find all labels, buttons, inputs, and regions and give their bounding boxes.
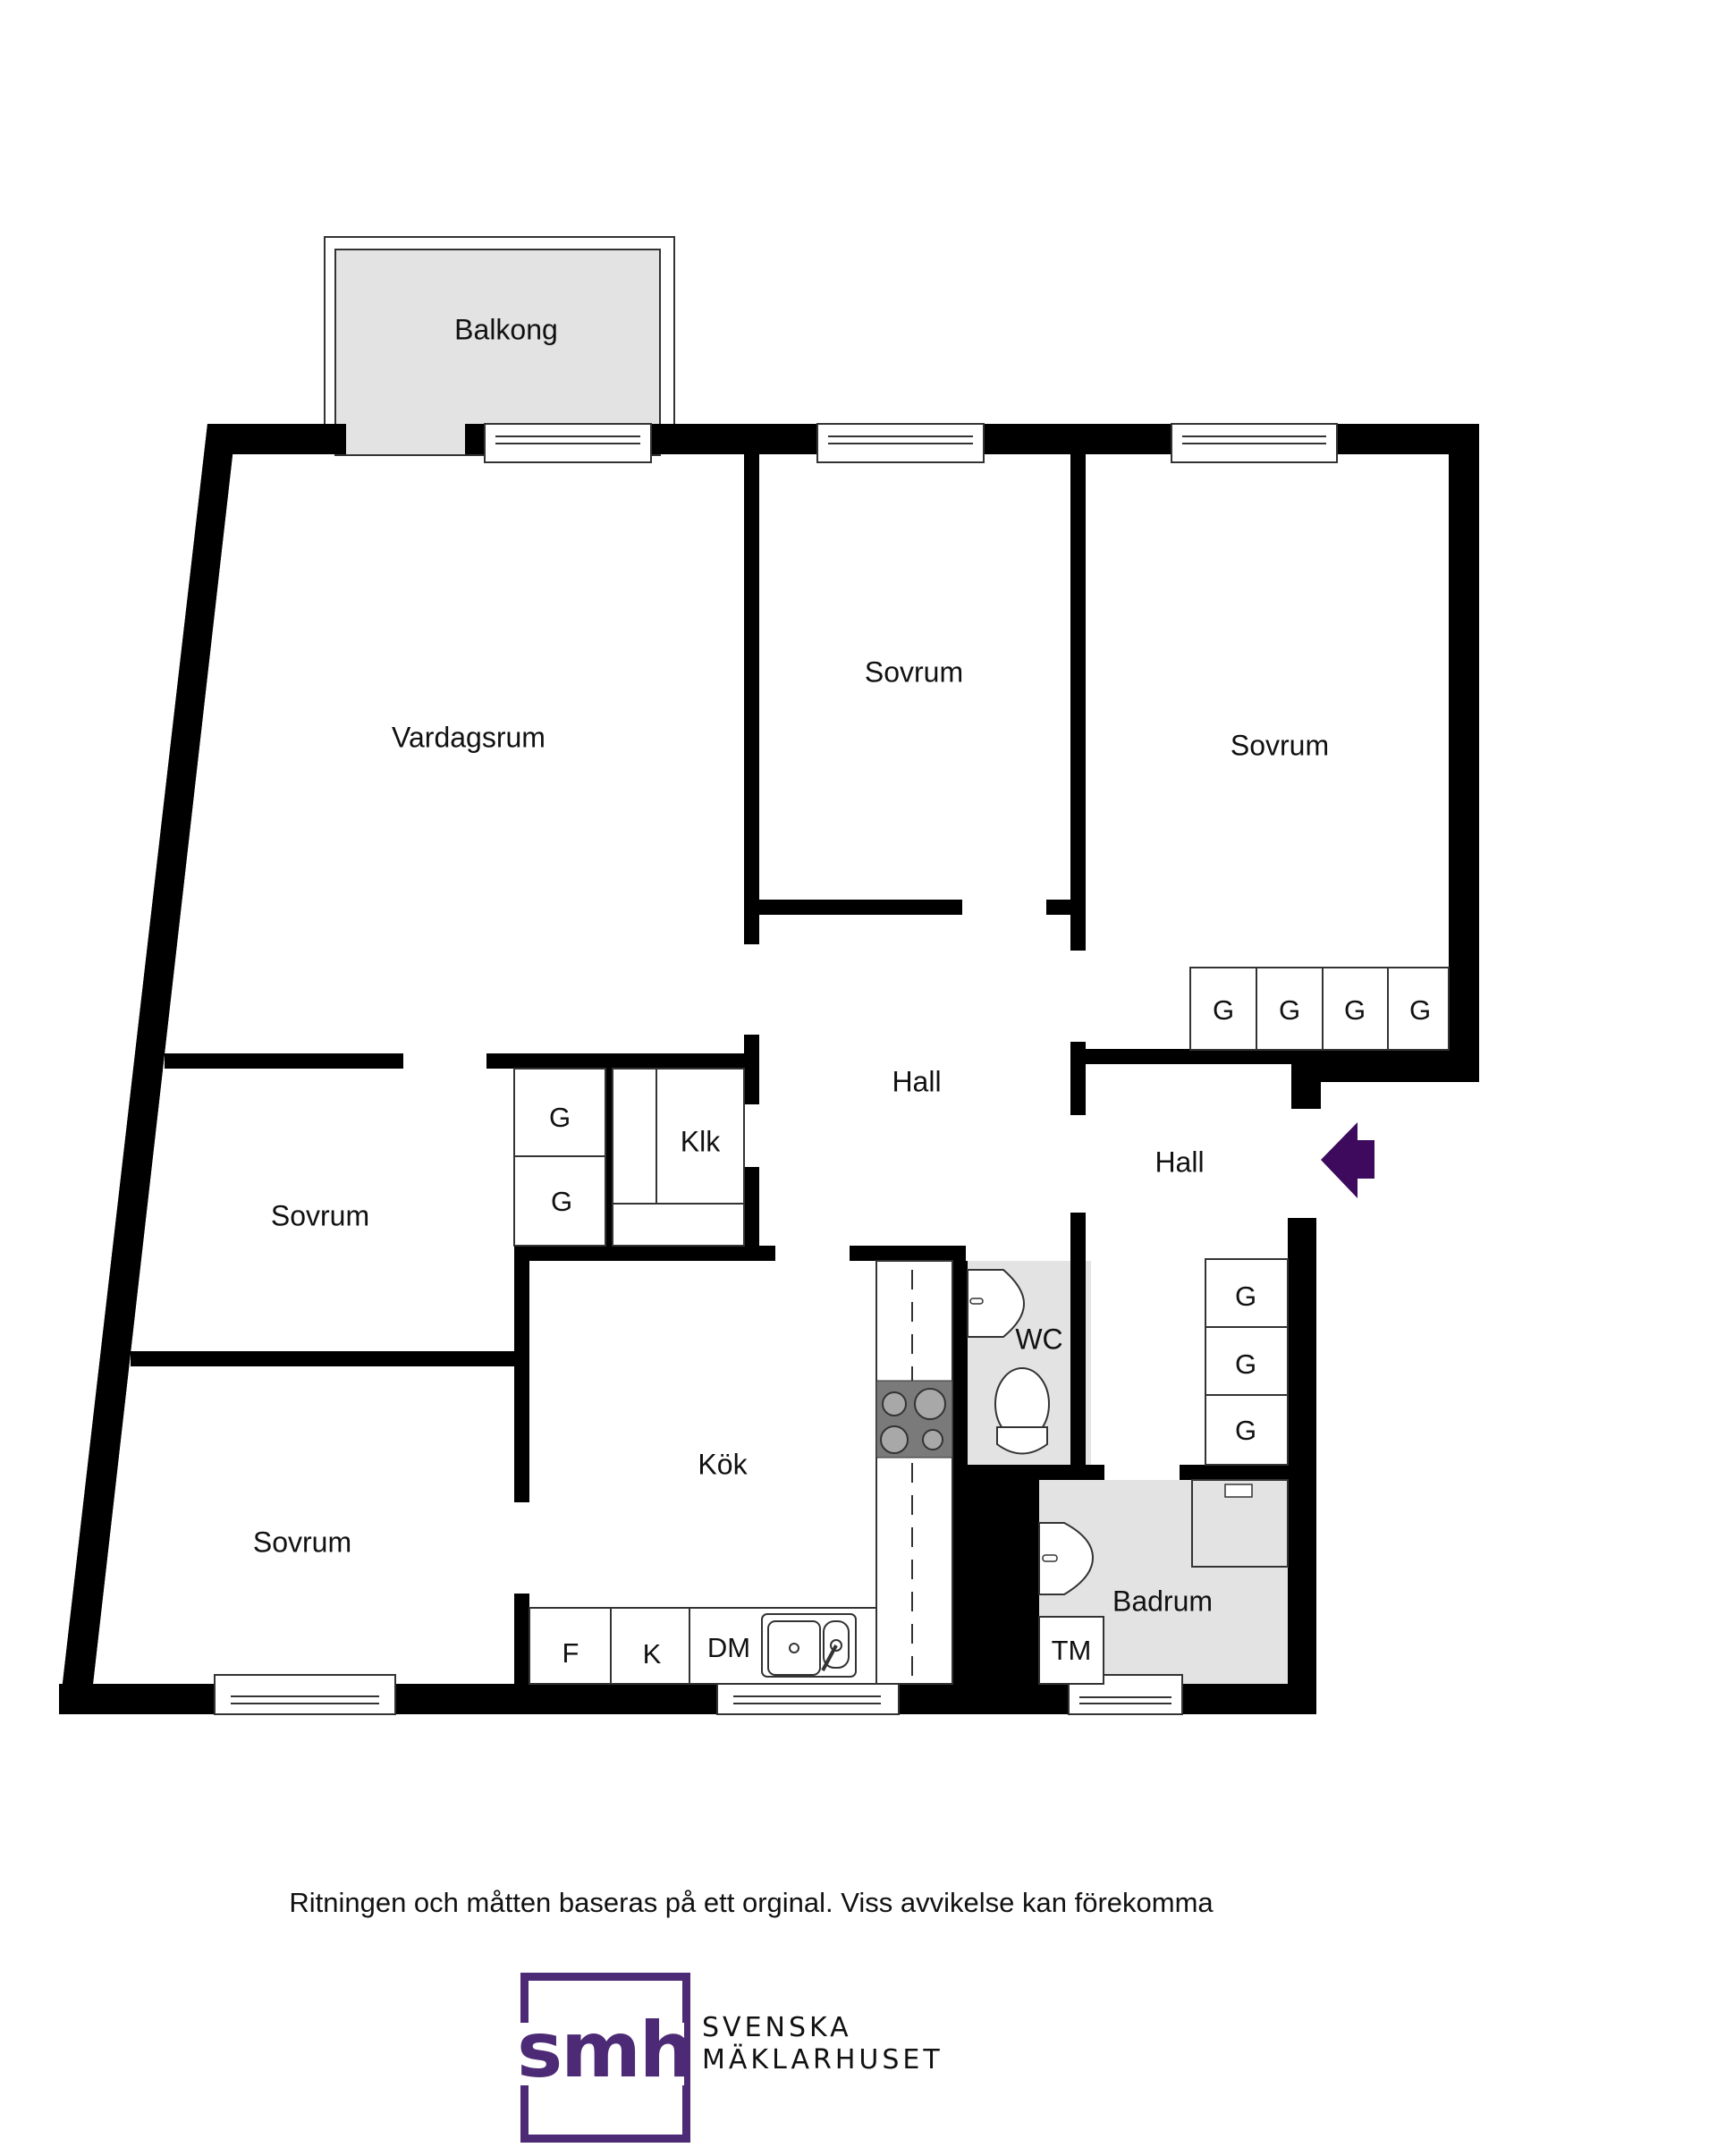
logo-line2: MÄKLARHUSET — [702, 2044, 943, 2076]
kitchen-counter-right — [875, 1260, 953, 1685]
window-bedroom-bottom — [214, 1674, 396, 1715]
label-closet: G — [1235, 1415, 1256, 1446]
outer-walls — [59, 424, 1479, 1714]
logo-line1: SVENSKA — [702, 2012, 852, 2043]
label-closet: G — [1235, 1281, 1256, 1312]
label-washing-machine: TM — [1052, 1635, 1092, 1666]
label-freezer: K — [643, 1638, 662, 1670]
label-sovrum-left: Sovrum — [271, 1199, 369, 1231]
sink — [761, 1613, 857, 1678]
label-closet: G — [1344, 994, 1366, 1026]
balcony — [324, 236, 675, 456]
label-sovrum-bottom: Sovrum — [253, 1526, 351, 1558]
washing-machine — [1038, 1616, 1104, 1685]
wc-fixtures — [967, 1269, 1050, 1455]
kitchen-counter-bottom — [529, 1607, 877, 1685]
label-closet: G — [549, 1102, 571, 1133]
shower-area — [1191, 1479, 1289, 1568]
label-balkong: Balkong — [454, 313, 558, 345]
label-closet: G — [1409, 994, 1431, 1026]
label-closet: G — [1235, 1349, 1256, 1380]
label-badrum: Badrum — [1112, 1585, 1213, 1617]
label-wc: WC — [1015, 1323, 1062, 1355]
interior-walls — [131, 454, 1291, 1686]
window-bedroom-2 — [1171, 423, 1338, 463]
entrance-arrow-icon — [1321, 1122, 1374, 1198]
window-living-room — [484, 423, 652, 463]
label-closet: G — [1213, 994, 1234, 1026]
label-klk: Klk — [681, 1125, 721, 1157]
label-hall-entrance: Hall — [1155, 1146, 1204, 1178]
label-kok: Kök — [698, 1448, 748, 1480]
label-closet: G — [551, 1186, 572, 1217]
logo-wordmark: SVENSKA MÄKLARHUSET — [702, 2012, 943, 2076]
label-closet: G — [1279, 994, 1300, 1026]
closets-entrance — [1205, 1258, 1289, 1466]
label-sovrum-top-middle: Sovrum — [865, 655, 963, 688]
logo-frame-gap-left — [514, 2023, 532, 2085]
klk-closet — [612, 1068, 745, 1247]
logo-mark: smh — [517, 2006, 694, 2095]
closets-top-right — [1189, 967, 1450, 1051]
bathroom-fixtures — [1038, 1479, 1289, 1685]
label-dishwasher: DM — [707, 1632, 750, 1663]
label-fridge: F — [562, 1637, 579, 1669]
disclaimer-text: Ritningen och måtten baseras på ett orgi… — [289, 1887, 1214, 1918]
window-bedroom-1 — [816, 423, 985, 463]
label-vardagsrum: Vardagsrum — [392, 721, 546, 753]
label-hall-center: Hall — [892, 1065, 941, 1097]
closets-middle-left — [513, 1068, 606, 1247]
logo-frame-gap-right — [666, 2023, 684, 2085]
label-sovrum-top-right: Sovrum — [1231, 729, 1329, 761]
